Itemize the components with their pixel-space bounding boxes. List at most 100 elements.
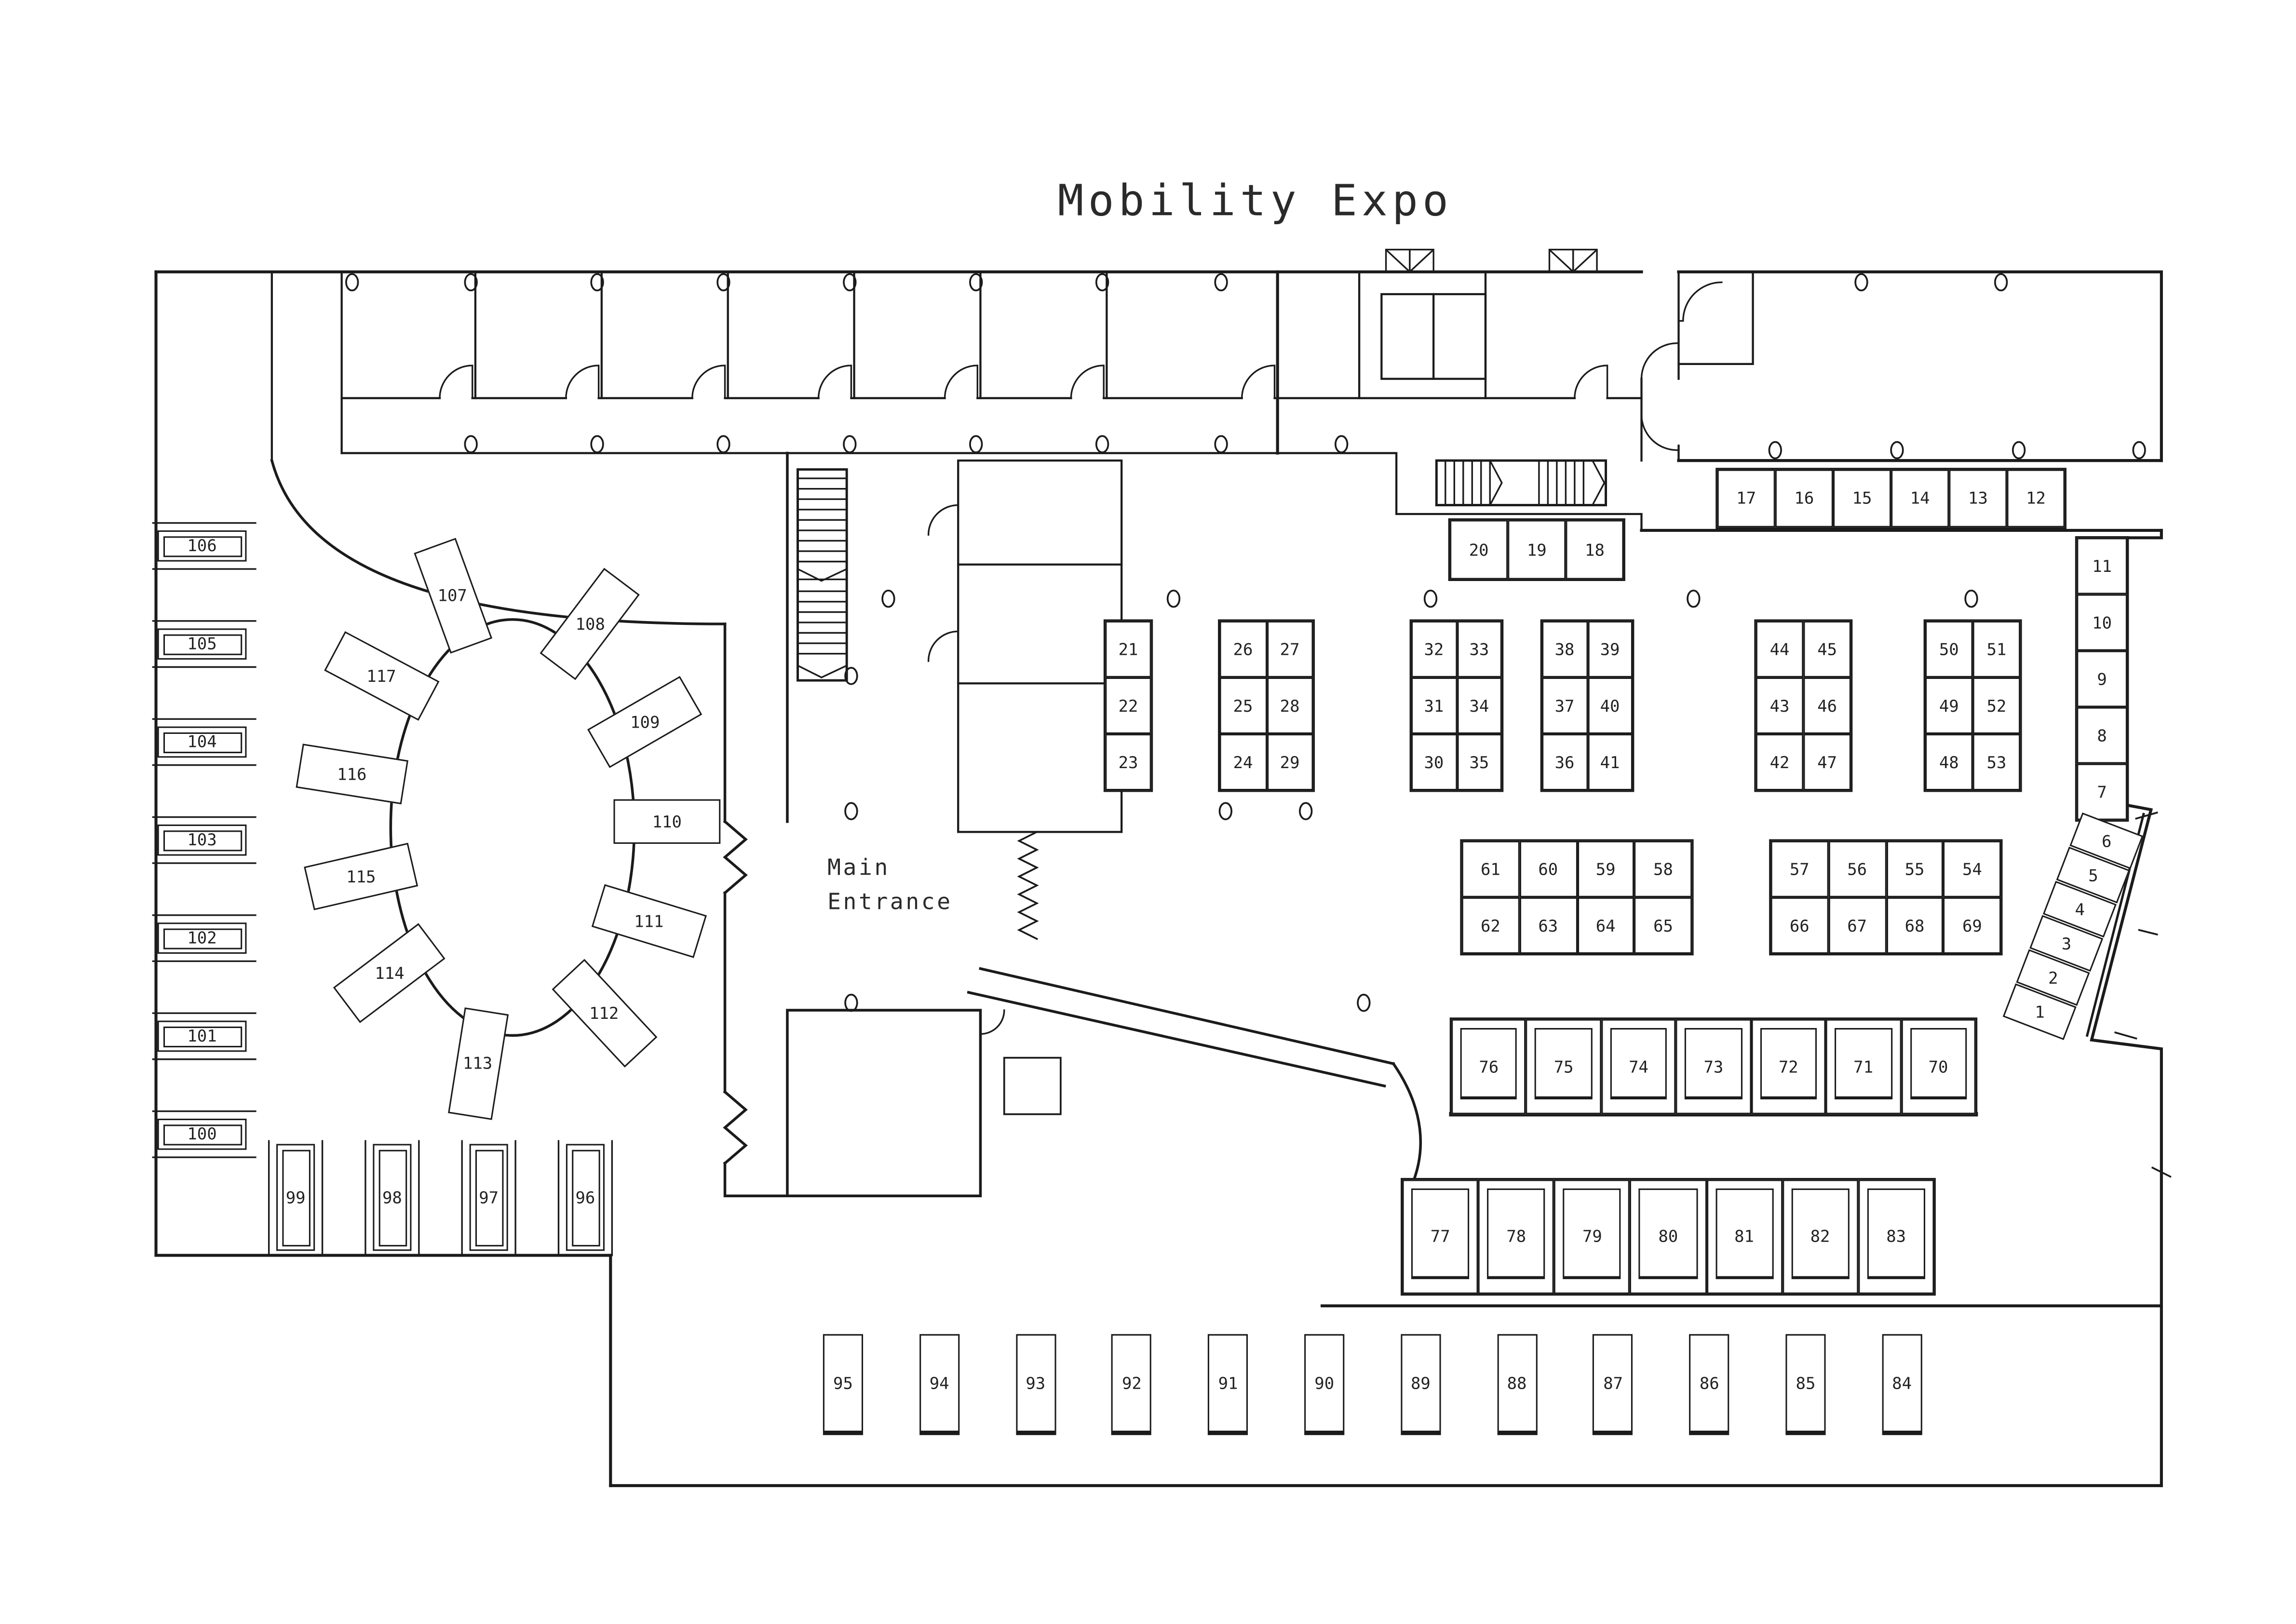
booth-number: 90 — [1314, 1373, 1335, 1393]
booth-number: 38 — [1554, 639, 1575, 659]
booth-number: 78 — [1506, 1227, 1526, 1246]
booth-77: 77 — [1402, 1179, 1478, 1294]
left-column-dividers — [152, 522, 257, 1158]
booth-number: 102 — [187, 928, 217, 948]
booth-number: 97 — [479, 1188, 499, 1207]
booth-91: 91 — [1208, 1334, 1248, 1435]
booth-114: 114 — [333, 923, 446, 1023]
booth-26: 26 — [1219, 621, 1267, 677]
booth-number: 27 — [1280, 639, 1300, 659]
booth-number: 1 — [2035, 1002, 2045, 1022]
booth-number: 18 — [1585, 540, 1605, 559]
booth-number: 108 — [575, 614, 605, 634]
booth-number: 33 — [1469, 639, 1489, 659]
booth-106: 106 — [157, 530, 247, 562]
booth-70: 70 — [1901, 1019, 1976, 1114]
booth-number: 105 — [187, 634, 217, 654]
booth-39: 39 — [1587, 621, 1633, 677]
booth-29: 29 — [1266, 734, 1313, 791]
booth-65: 65 — [1634, 897, 1692, 954]
booth-50: 50 — [1925, 621, 1973, 677]
booth-number: 98 — [382, 1188, 402, 1207]
booth-number: 74 — [1629, 1057, 1648, 1077]
booth-number: 14 — [1910, 488, 1930, 508]
booth-35: 35 — [1456, 734, 1502, 791]
booth-19: 19 — [1508, 520, 1566, 580]
booth-number: 80 — [1658, 1227, 1678, 1246]
booth-number: 64 — [1595, 916, 1616, 935]
booth-number: 59 — [1595, 859, 1616, 879]
booth-number: 13 — [1968, 488, 1988, 508]
booth-number: 41 — [1600, 752, 1620, 772]
booth-53: 53 — [1972, 734, 2021, 791]
booth-21: 21 — [1105, 621, 1151, 677]
booth-97: 97 — [469, 1144, 508, 1251]
booth-number: 35 — [1469, 752, 1489, 772]
booth-109: 109 — [587, 676, 702, 768]
booth-number: 22 — [1118, 696, 1138, 716]
booth-61: 61 — [1461, 840, 1520, 897]
booth-44: 44 — [1756, 621, 1804, 677]
booth-number: 49 — [1939, 696, 1959, 716]
booth-number: 53 — [1986, 752, 2007, 772]
booth-30: 30 — [1411, 734, 1457, 791]
booth-15: 15 — [1833, 469, 1891, 528]
booth-111: 111 — [591, 884, 707, 958]
booth-11: 11 — [2077, 538, 2127, 595]
booth-number: 26 — [1233, 639, 1253, 659]
booth-number: 43 — [1769, 696, 1790, 716]
booth-number: 103 — [187, 830, 217, 850]
booth-number: 76 — [1479, 1057, 1499, 1077]
booth-number: 114 — [374, 963, 404, 983]
booth-66: 66 — [1770, 897, 1828, 954]
booth-number: 17 — [1736, 488, 1756, 508]
booth-84: 84 — [1882, 1334, 1922, 1435]
booth-113: 113 — [448, 1007, 509, 1120]
booth-98: 98 — [373, 1144, 412, 1251]
booth-number: 94 — [929, 1373, 949, 1393]
double-door-icons — [1385, 248, 1598, 273]
booth-number: 32 — [1424, 639, 1444, 659]
booth-number: 11 — [2092, 556, 2112, 576]
booth-number: 86 — [1699, 1373, 1719, 1393]
booth-number: 31 — [1424, 696, 1444, 716]
booth-116: 116 — [296, 744, 408, 805]
booth-number: 45 — [1817, 639, 1837, 659]
booth-number: 60 — [1538, 859, 1558, 879]
booth-32: 32 — [1411, 621, 1457, 677]
booth-7: 7 — [2077, 763, 2127, 820]
booth-24: 24 — [1219, 734, 1267, 791]
booth-49: 49 — [1925, 677, 1973, 734]
booth-number: 30 — [1424, 752, 1444, 772]
booth-number: 39 — [1600, 639, 1620, 659]
booth-81: 81 — [1706, 1179, 1783, 1294]
booth-number: 91 — [1218, 1373, 1238, 1393]
booth-number: 5 — [2088, 865, 2098, 885]
booth-number: 95 — [833, 1373, 853, 1393]
booth-34: 34 — [1456, 677, 1502, 734]
main-entrance-label: Main Entrance — [827, 854, 953, 915]
booth-16: 16 — [1775, 469, 1833, 528]
booth-number: 42 — [1769, 752, 1790, 772]
booth-115: 115 — [304, 842, 419, 910]
booth-80: 80 — [1630, 1179, 1706, 1294]
booth-52: 52 — [1972, 677, 2021, 734]
booth-62: 62 — [1461, 897, 1520, 954]
booth-89: 89 — [1400, 1334, 1441, 1435]
column-markers — [345, 273, 2146, 1012]
booth-number: 84 — [1892, 1373, 1912, 1393]
booth-59: 59 — [1577, 840, 1634, 897]
booth-number: 79 — [1582, 1227, 1602, 1246]
booth-18: 18 — [1566, 520, 1624, 580]
booth-number: 107 — [438, 586, 468, 606]
booth-60: 60 — [1519, 840, 1577, 897]
booth-45: 45 — [1803, 621, 1851, 677]
booth-28: 28 — [1266, 677, 1313, 734]
booth-number: 28 — [1280, 696, 1300, 716]
booth-76: 76 — [1451, 1019, 1526, 1114]
booth-number: 75 — [1553, 1057, 1574, 1077]
booth-number: 111 — [634, 911, 664, 931]
booth-86: 86 — [1689, 1334, 1729, 1435]
